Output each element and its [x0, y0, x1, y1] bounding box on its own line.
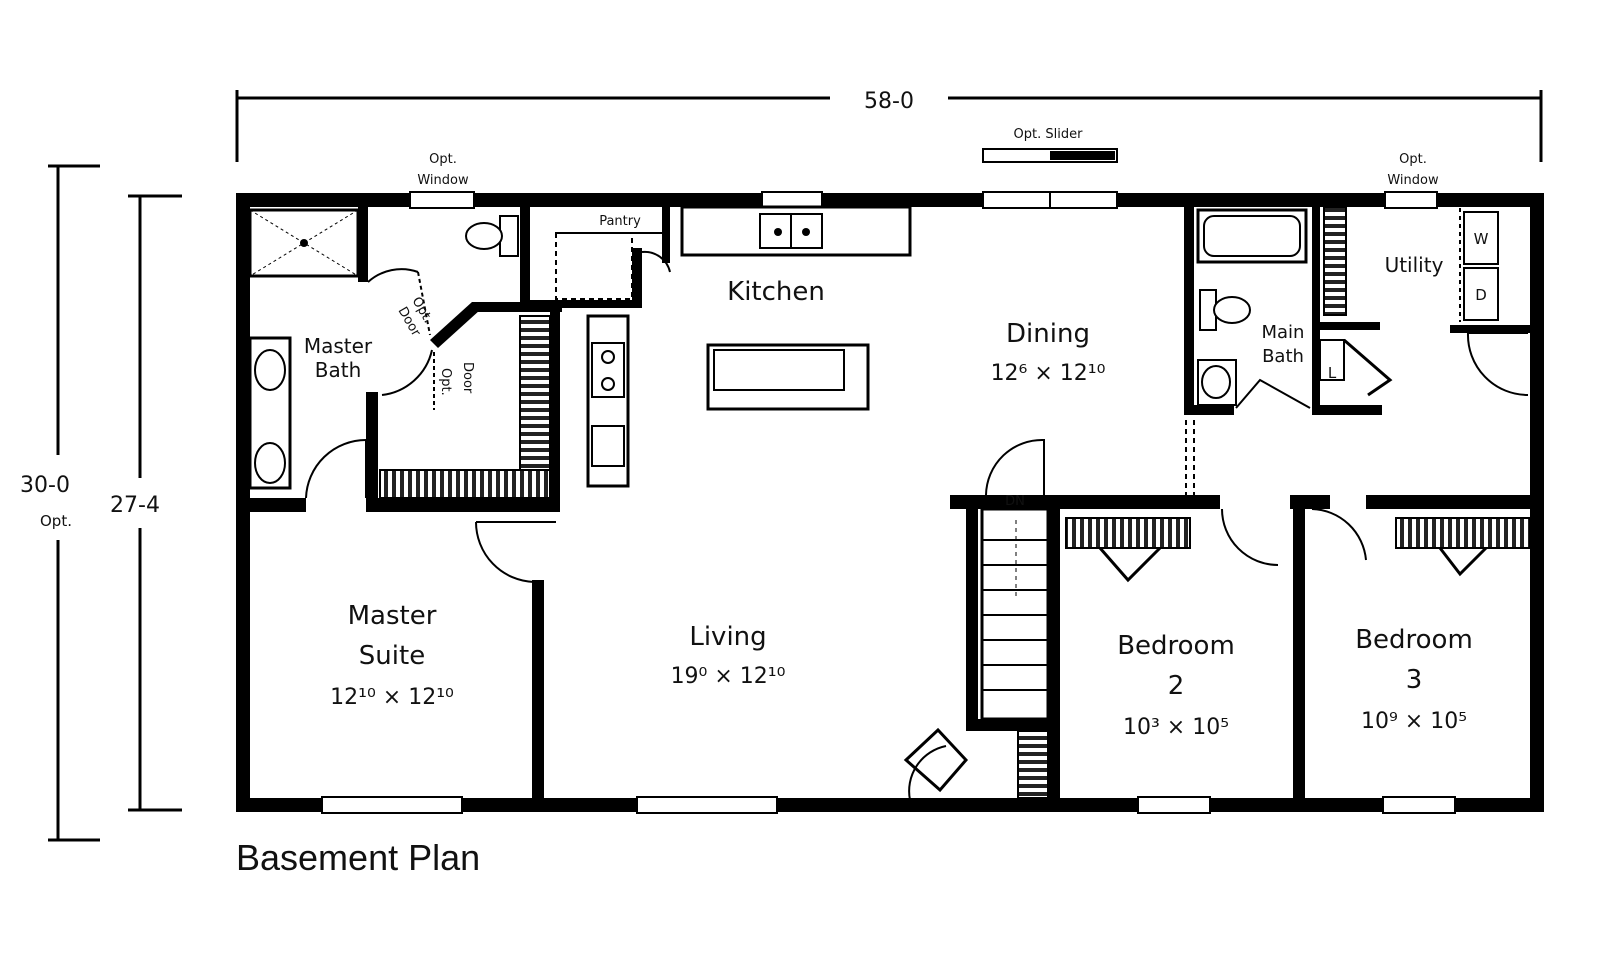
kitchen-label: Kitchen	[727, 277, 825, 307]
dryer-label: D	[1475, 286, 1487, 304]
living-size: 19⁰ × 12¹⁰	[671, 664, 786, 689]
opt-door-b-1: Opt.	[438, 368, 453, 396]
interior-walls	[236, 207, 1544, 798]
depth-opt-note: Opt.	[40, 512, 72, 530]
dimension-width: 58-0	[235, 89, 1543, 162]
bedroom2-label-1: Bedroom	[1117, 631, 1235, 661]
opt-slider-note: Opt. Slider	[982, 127, 1118, 163]
dining-label: Dining	[1006, 319, 1090, 349]
depth-label: 30-0	[20, 473, 70, 498]
dining-size: 12⁶ × 12¹⁰	[991, 361, 1106, 386]
linen-label: L	[1328, 364, 1337, 382]
inner-depth-label: 27-4	[110, 493, 160, 518]
dimension-depth-outer: 30-0 Opt.	[20, 164, 100, 842]
svg-text:Opt. Slider: Opt. Slider	[1014, 127, 1084, 142]
master-bath-label-1: Master	[304, 334, 373, 358]
room-labels: Kitchen Dining 12⁶ × 12¹⁰ Master Bath Ma…	[304, 253, 1473, 740]
bedroom3-size: 10⁹ × 10⁵	[1361, 709, 1467, 734]
closets	[379, 206, 1531, 799]
master-suite-label-2: Suite	[359, 641, 425, 671]
plan-caption: Basement Plan	[236, 837, 480, 878]
utility-label: Utility	[1385, 253, 1444, 277]
bedroom2-label-2: 2	[1168, 671, 1185, 701]
opt-window-right-note: Opt. Window	[1387, 152, 1439, 188]
main-bath-label-1: Main	[1262, 322, 1305, 343]
bedroom3-label-1: Bedroom	[1355, 625, 1473, 655]
bedroom3-label-2: 3	[1406, 665, 1423, 695]
bedroom2-size: 10³ × 10⁵	[1123, 715, 1229, 740]
windows	[321, 191, 1456, 814]
dimension-depth-inner: 27-4	[110, 194, 182, 812]
fixtures	[248, 205, 1529, 801]
master-bath-label-2: Bath	[315, 358, 362, 382]
svg-text:Window: Window	[1387, 173, 1439, 188]
svg-text:Window: Window	[417, 173, 469, 188]
master-suite-label-1: Master	[348, 601, 437, 631]
stair-down-label: DN	[1005, 494, 1025, 509]
opt-door-b-2: Door	[460, 362, 475, 394]
main-bath-label-2: Bath	[1262, 346, 1304, 367]
living-label: Living	[689, 622, 766, 652]
width-label: 58-0	[864, 89, 914, 114]
washer-label: W	[1474, 230, 1489, 248]
master-suite-size: 12¹⁰ × 12¹⁰	[330, 685, 454, 710]
opt-window-left-note: Opt. Window	[417, 152, 469, 188]
svg-text:Opt.: Opt.	[429, 152, 457, 167]
pantry-label: Pantry	[599, 214, 641, 229]
svg-text:Opt.: Opt.	[1399, 152, 1427, 167]
